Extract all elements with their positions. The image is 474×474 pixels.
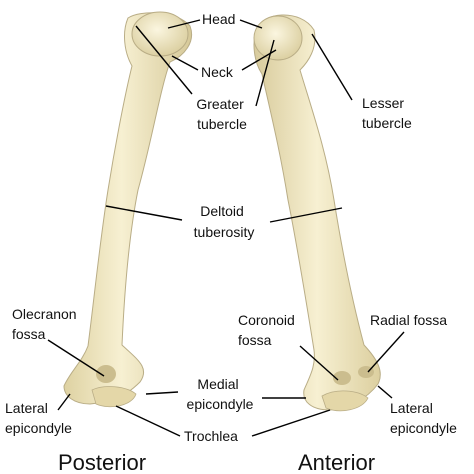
leader-head-right [239,19,263,29]
label-lesser-tubercle: Lesser tubercle [362,95,412,131]
anterior-head [253,15,303,61]
leader-greater-tubercle-left [135,25,193,95]
leader-lateral-epicondyle-right [377,385,393,399]
label-olecranon-fossa: Olecranon fossa [12,306,80,342]
anterior-condyle [321,390,369,412]
coronoid-fossa-shape [333,371,351,385]
label-radial-fossa: Radial fossa [370,312,447,328]
leader-radial-fossa [367,331,405,373]
leader-deltoid-left [105,205,183,221]
view-title-anterior: Anterior [298,450,375,474]
leader-head-left [167,19,201,29]
leader-coronoid-fossa [299,345,339,381]
posterior-head [131,11,189,57]
posterior-humerus [63,11,192,408]
leader-greater-tubercle-right [255,39,275,107]
leader-medial-epicondyle-left [145,391,179,395]
olecranon-fossa-shape [96,365,116,383]
leader-neck-left [171,55,199,71]
label-coronoid-fossa: Coronoid fossa [238,312,299,348]
leader-lesser-tubercle [311,33,353,101]
labels: Head Neck Greater tubercle Lesser tuberc… [5,11,457,444]
leader-olecranon-fossa [47,339,105,377]
leader-deltoid-right [269,207,343,223]
leader-trochlea-right [251,409,331,437]
label-lateral-epicondyle-right: Lateral epicondyle [390,400,457,436]
label-medial-epicondyle: Medial epicondyle [187,376,254,412]
leader-lines [47,19,405,437]
view-title-posterior: Posterior [58,450,146,474]
label-head: Head [202,11,235,27]
label-deltoid-tuberosity: Deltoid tuberosity [194,203,255,240]
label-trochlea: Trochlea [184,428,238,444]
posterior-condyle [91,386,137,408]
label-lateral-epicondyle-left: Lateral epicondyle [5,400,72,436]
leader-trochlea-left [115,405,181,437]
leader-lateral-epicondyle-left [57,393,71,411]
label-greater-tubercle: Greater tubercle [196,96,247,132]
posterior-humerus-shaft [63,12,192,405]
label-neck: Neck [201,64,234,80]
